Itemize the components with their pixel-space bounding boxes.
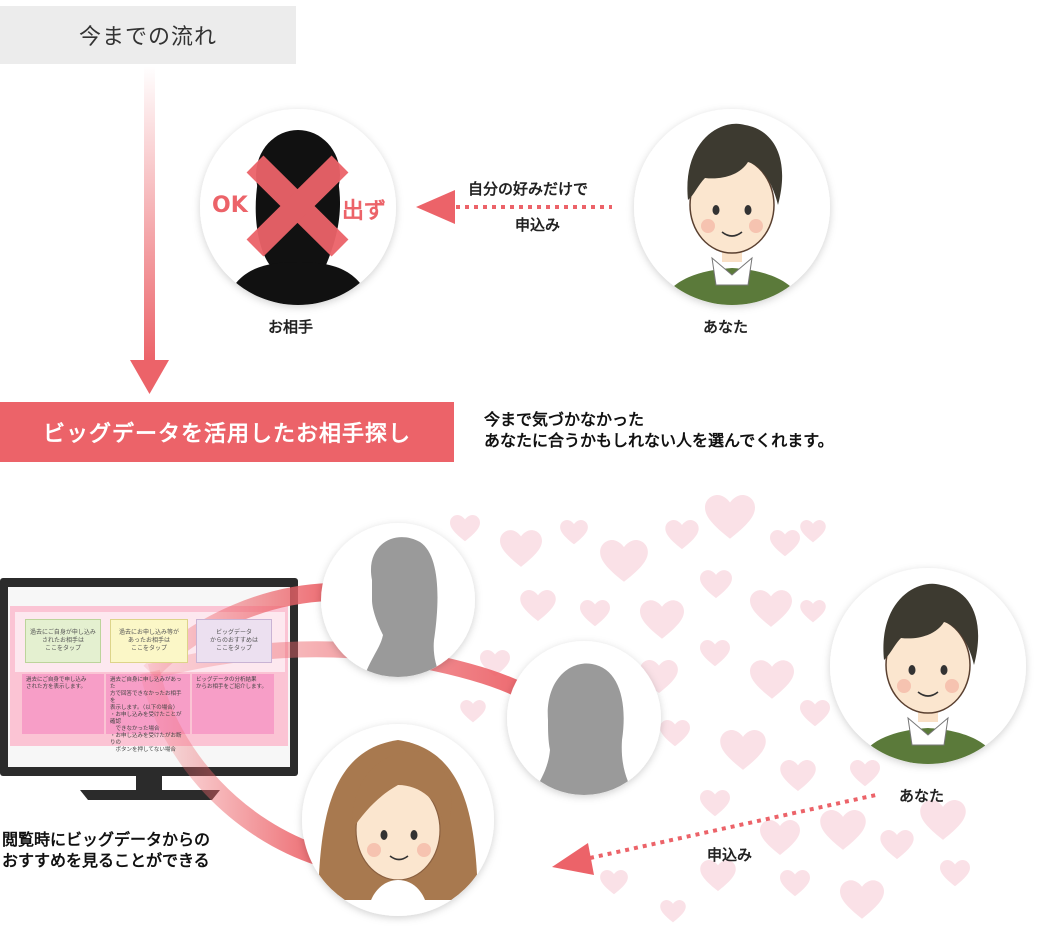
flow-down-arrow	[130, 66, 169, 394]
you-label-bottom: あなた	[899, 787, 945, 805]
ok-text-right: 出ず	[342, 199, 387, 224]
woman-circle	[302, 724, 494, 916]
partner-circle-top	[200, 109, 396, 305]
monitor-card-bigdata: ビッグデータからのおすすめはここをタップ	[196, 619, 272, 663]
monitor-card-received: 過去にお申し込み等があったお相手はここをタップ	[110, 619, 188, 663]
partner-label: お相手	[268, 318, 314, 336]
viewing-caption-line1: 閲覧時にビッグデータからの	[2, 830, 211, 849]
ok-text-left: OK	[212, 193, 248, 218]
bigdata-banner: ビッグデータを活用したお相手探し	[0, 402, 454, 462]
flow-label: 今までの流れ	[0, 6, 296, 64]
monitor-panel-received: 過去ご自身に申し込みがあった方で回答できなかったお相手を表示します。（以下の場合…	[110, 677, 182, 753]
arrow-text-line1: 自分の好みだけで	[468, 180, 589, 198]
you-circle-top	[634, 109, 830, 305]
description: 今まで気づかなかった あなたに合うかもしれない人を選んでくれます。	[484, 409, 834, 451]
apply-arrow-bottom	[552, 793, 877, 875]
you-circle-bottom	[830, 568, 1026, 764]
description-line1: 今まで気づかなかった	[484, 410, 645, 429]
monitor-panel-bigdata: ビッグデータの分析結果からお相手をご紹介します。	[196, 677, 267, 690]
monitor-panel-applied: 過去にご自身で申し込みされた方を表示します。	[26, 677, 87, 690]
viewing-caption-line2: おすすめを見ることができる	[2, 851, 210, 870]
description-line2: あなたに合うかもしれない人を選んでくれます。	[484, 431, 834, 450]
you-label-top: あなた	[703, 318, 749, 336]
apply-arrow-top	[416, 190, 612, 224]
apply-label-bottom: 申込み	[707, 846, 753, 864]
silhouette-circle-1	[321, 523, 475, 677]
silhouette-circle-2	[507, 641, 661, 795]
monitor-card-applied: 過去にご自身が申し込みされたお相手はここをタップ	[25, 619, 101, 663]
viewing-caption: 閲覧時にビッグデータからの おすすめを見ることができる	[2, 829, 210, 871]
arrow-text-line2: 申込み	[515, 216, 561, 234]
